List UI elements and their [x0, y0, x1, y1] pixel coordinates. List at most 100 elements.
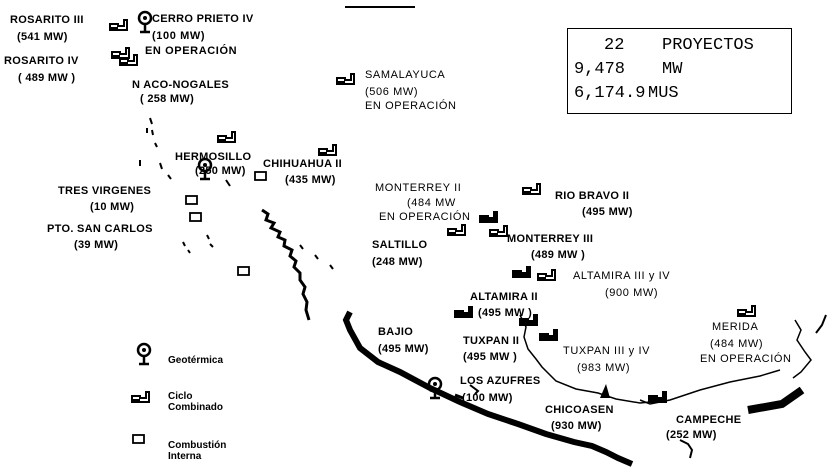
project-capacity: (484 MW — [407, 197, 456, 209]
project-capacity: (10 MW) — [90, 201, 135, 213]
project-capacity: (248 MW) — [372, 256, 423, 268]
summary-row-investment: 6,174.9 MUS — [568, 82, 791, 106]
legend-internal-line1: Combustión — [168, 440, 227, 451]
project-bajio: BAJIO (495 MW) — [378, 327, 429, 355]
summary-capacity-unit: MW — [662, 60, 683, 79]
summary-count-unit: PROYECTOS — [662, 36, 754, 55]
geothermal-icon — [427, 376, 443, 400]
combined-cycle-icon — [111, 47, 130, 59]
project-capacity: ( 489 MW ) — [18, 72, 76, 84]
project-name: LOS AZUFRES — [460, 375, 541, 387]
combined-cycle-icon — [522, 183, 541, 195]
project-pto-san-carlos: PTO. SAN CARLOS (39 MW) — [47, 224, 153, 251]
project-rio-bravo-ii: RIO BRAVO II (495 MW) — [555, 191, 633, 218]
project-capacity: ( 258 MW) — [140, 93, 195, 105]
combined-cycle-icon — [539, 329, 558, 341]
project-altamira-ii: ALTAMIRA II (495 MW ) — [470, 292, 538, 319]
project-name: ALTAMIRA III y IV — [573, 270, 671, 282]
project-name: HERMOSILLO — [175, 151, 252, 163]
project-campeche: CAMPECHE (252 MW) — [666, 414, 742, 441]
project-capacity: (495 MW ) — [478, 307, 533, 319]
internal-combustion-icon — [189, 212, 202, 222]
project-status: EN OPERACIÓN — [379, 211, 471, 223]
legend-geothermal-icon — [136, 342, 152, 366]
project-name: MONTERREY II — [375, 182, 462, 194]
combined-cycle-icon — [648, 391, 667, 403]
combined-cycle-icon — [109, 19, 128, 31]
project-capacity: (100 MW) — [462, 392, 513, 404]
project-name: MONTERREY III — [507, 233, 594, 245]
project-capacity: (489 MW ) — [531, 249, 586, 261]
project-capacity: (39 MW) — [74, 239, 119, 251]
project-altamira-iii-iv: ALTAMIRA III y IV (900 MW) — [573, 271, 670, 299]
project-name: ROSARITO III — [10, 14, 84, 26]
project-name: TRES VIRGENES — [58, 185, 152, 197]
project-rosarito-iv: ROSARITO IV ( 489 MW ) — [4, 56, 79, 84]
legend-combined-label: Ciclo Combinado — [168, 391, 223, 413]
project-capacity: (495 MW) — [378, 343, 429, 355]
project-name: CERRO PRIETO IV — [152, 13, 254, 25]
legend-combined-cycle-icon — [131, 391, 150, 403]
combined-cycle-icon — [512, 266, 531, 278]
combined-cycle-icon — [479, 211, 498, 223]
summary-count: 22 — [604, 36, 625, 55]
legend-combined-line1: Ciclo — [168, 391, 193, 402]
project-name: CAMPECHE — [676, 414, 742, 426]
project-chihuahua-ii: CHIHUAHUA II (435 MW) — [263, 159, 342, 186]
summary-row-capacity: 9,478 MW — [568, 58, 791, 82]
project-naco-nogales: N ACO-NOGALES ( 258 MW) — [132, 80, 229, 105]
geothermal-icon — [197, 157, 213, 181]
project-capacity: (495 MW ) — [463, 351, 518, 363]
coastline — [139, 117, 827, 467]
project-monterrey-ii: MONTERREY II (484 MW EN OPERACIÓN — [375, 183, 471, 223]
project-capacity: (900 MW) — [605, 287, 659, 299]
project-capacity: (252 MW) — [666, 429, 717, 441]
internal-combustion-icon — [254, 171, 267, 181]
combined-cycle-icon — [336, 73, 355, 85]
project-name: TUXPAN III y IV — [563, 345, 651, 357]
project-name: SAMALAYUCA — [365, 69, 446, 81]
summary-investment: 6,174.9 — [574, 84, 646, 103]
project-tuxpan-iii-iv: TUXPAN III y IV (983 MW) — [563, 346, 650, 374]
project-capacity: (930 MW) — [551, 420, 602, 432]
summary-investment-unit: MUS — [648, 84, 679, 103]
internal-combustion-icon — [185, 195, 198, 205]
project-rosarito-iii: ROSARITO III (541 MW) — [10, 15, 84, 43]
project-name: ALTAMIRA II — [470, 291, 538, 303]
combined-cycle-icon — [489, 225, 508, 237]
combined-cycle-icon — [217, 131, 236, 143]
legend-internal-line2: Interna — [168, 451, 202, 462]
chicoasen-plant-icon — [600, 384, 610, 398]
project-status: EN OPERACIÓN — [365, 100, 457, 112]
combined-cycle-icon — [318, 144, 337, 156]
combined-cycle-icon — [737, 305, 756, 317]
summary-box: 22 PROYECTOS 9,478 MW 6,174.9 MUS — [567, 28, 792, 114]
project-capacity: (100 MW) — [152, 30, 206, 42]
summary-capacity: 9,478 — [574, 60, 626, 79]
project-merida: MERIDA (484 MW) EN OPERACIÓN — [700, 322, 792, 365]
project-capacity: (506 MW) — [365, 86, 419, 98]
project-name: ROSARITO IV — [4, 55, 79, 67]
project-capacity: (983 MW) — [577, 362, 631, 374]
project-name: N ACO-NOGALES — [132, 79, 229, 91]
project-capacity: (541 MW) — [17, 31, 68, 43]
combined-cycle-icon — [119, 54, 138, 66]
combined-cycle-icon — [447, 224, 466, 236]
legend-combined-line2: Combinado — [168, 402, 223, 413]
project-name: TUXPAN II — [463, 335, 520, 347]
project-name: PTO. SAN CARLOS — [47, 223, 153, 235]
geothermal-icon — [137, 10, 153, 34]
internal-combustion-icon — [237, 266, 250, 276]
project-capacity: (495 MW) — [582, 206, 633, 218]
project-cerro-prieto-iv: CERRO PRIETO IV (100 MW) EN OPERACIÓN — [145, 13, 254, 57]
project-name: CHICOASEN — [545, 404, 614, 416]
project-capacity: (250 MW) — [195, 165, 246, 177]
project-name: BAJIO — [378, 326, 414, 338]
summary-row-projects: 22 PROYECTOS — [568, 34, 791, 58]
project-name: SALTILLO — [372, 239, 428, 251]
project-monterrey-iii: MONTERREY III (489 MW ) — [507, 234, 593, 261]
legend-internal-label: Combustión Interna — [168, 440, 226, 462]
legend-geothermal-label: Geotérmica — [168, 355, 223, 366]
